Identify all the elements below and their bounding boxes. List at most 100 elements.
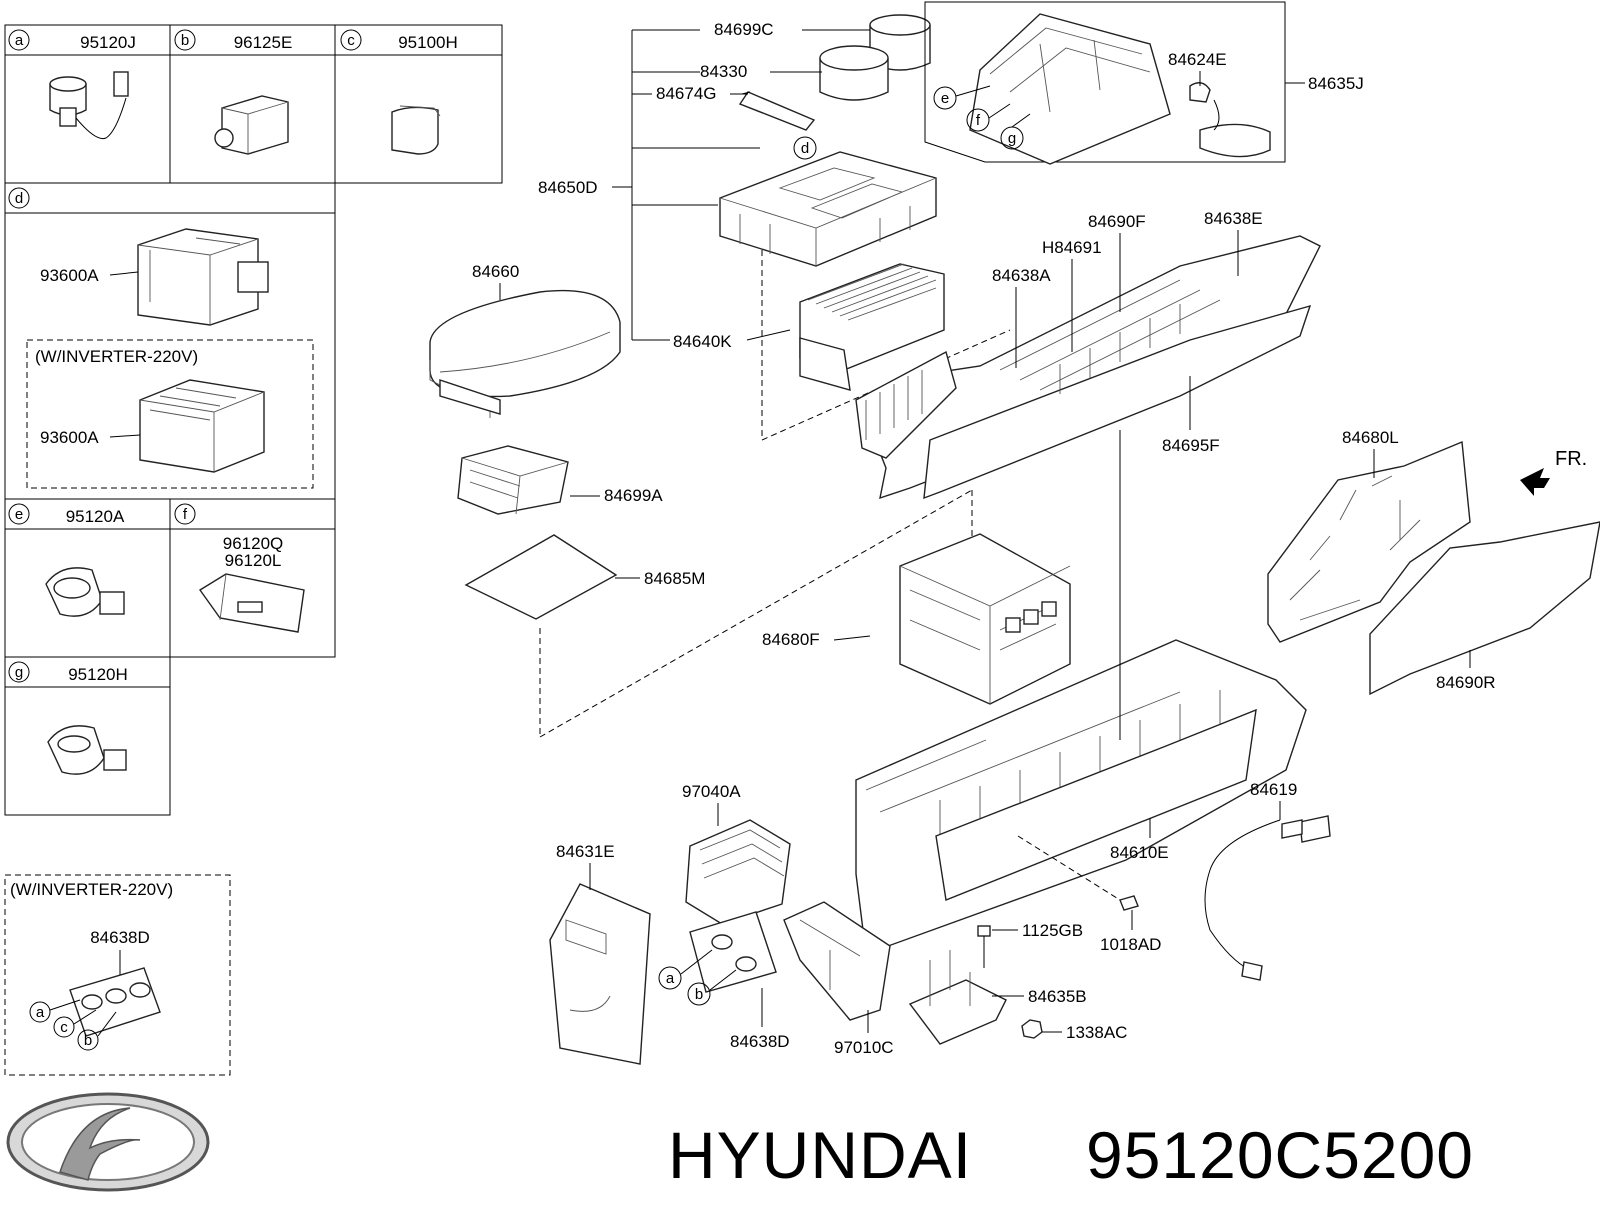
hyundai-h-icon: [59, 1107, 141, 1181]
cell-a-header: a 95120J: [8, 29, 136, 52]
part-label-97040A: 97040A: [682, 782, 741, 801]
front-label: FR.: [1555, 448, 1587, 470]
socket-g-drawing: [47, 725, 127, 775]
cell-c-header: c 95100H: [340, 29, 458, 52]
storage-box-84699A-drawing: [457, 445, 569, 515]
part-label-84680L: 84680L: [1342, 428, 1399, 447]
hyundai-logo: [6, 1092, 210, 1192]
vent-97040A-drawing: [685, 819, 791, 925]
part-label-95120H: 95120H: [68, 665, 128, 684]
part-label-84660: 84660: [472, 262, 519, 281]
console-rear-84635J-drawing: [969, 13, 1171, 165]
cover-c-drawing: [391, 105, 441, 155]
part-label-84699A: 84699A: [604, 486, 663, 505]
part-label-84635B: 84635B: [1028, 987, 1087, 1006]
inverter-note: (W/INVERTER-220V): [10, 880, 173, 899]
part-label-84638D-inverter: 84638D: [90, 928, 150, 947]
socket-e-drawing: [45, 567, 125, 617]
part-label-84330: 84330: [700, 62, 747, 81]
svg-text:f: f: [183, 506, 188, 523]
svg-text:a: a: [36, 1004, 45, 1021]
part-label-84631E: 84631E: [556, 842, 615, 861]
part-label-95100H: 95100H: [398, 33, 458, 52]
panel-84638D-drawing: [69, 967, 161, 1037]
part-label-84674G: 84674G: [656, 84, 717, 103]
svg-text:g: g: [15, 664, 23, 681]
part-label-84690R: 84690R: [1436, 673, 1496, 692]
svg-text:a: a: [15, 32, 24, 49]
inset-table: a 95120J b 96125E c 95100H d e 95120A f …: [4, 24, 503, 816]
part-label-84690F: 84690F: [1088, 212, 1146, 231]
part-label-84638D: 84638D: [730, 1032, 790, 1051]
console-upper-84695F-drawing: [855, 235, 1321, 500]
callout-g: g: [1008, 130, 1016, 147]
brand-name: HYUNDAI: [668, 1118, 972, 1192]
callout-b: b: [695, 986, 703, 1003]
part-label-84624E: 84624E: [1168, 50, 1227, 69]
callout-d: d: [801, 140, 809, 157]
harness-84619-drawing: [1204, 815, 1331, 981]
part-label-84638A: 84638A: [992, 266, 1051, 285]
part-label-1338AC: 1338AC: [1066, 1023, 1127, 1042]
screw-1125GB-drawing: [977, 925, 991, 968]
bracket-84680F-drawing: [899, 533, 1071, 705]
inset-84635J: e f g: [924, 1, 1286, 165]
part-label-93600A-inverter: 93600A: [40, 428, 99, 447]
cell-g-header: g 95120H: [8, 661, 128, 684]
shifter-trim-84650D-drawing: [719, 151, 937, 267]
panel-84638D-drawing: [689, 911, 777, 993]
part-label-84699C: 84699C: [714, 20, 774, 39]
duct-97010C-drawing: [783, 901, 891, 1021]
cell-e-header: e 95120A: [8, 503, 125, 526]
inverter-inset: (W/INVERTER-220V) 84638D a c b: [4, 874, 231, 1076]
part-label-1125GB: 1125GB: [1022, 921, 1083, 940]
part-label-84680F: 84680F: [762, 630, 820, 649]
switch-93600A-inverter-drawing: [139, 379, 265, 473]
part-label-93600A-standard: 93600A: [40, 266, 99, 285]
svg-text:b: b: [84, 1032, 92, 1049]
callout-a: a: [666, 970, 675, 987]
bracket-84624E-drawing: [1189, 82, 1271, 158]
part-label-84650D: 84650D: [538, 178, 598, 197]
brand-part-number: 95120C5200: [1086, 1118, 1474, 1192]
cell-f-header: f 96120Q 96120L: [174, 503, 284, 570]
console-main-84610E-drawing: [855, 639, 1307, 955]
cell-b-header: b 96125E: [174, 29, 293, 52]
part-label-84610E: 84610E: [1110, 843, 1169, 862]
svg-text:d: d: [15, 190, 23, 207]
svg-text:e: e: [15, 506, 23, 523]
part-label-84695F: 84695F: [1162, 436, 1220, 455]
bracket-84635B-drawing: [908, 950, 1007, 1045]
part-label-97010C: 97010C: [834, 1038, 894, 1057]
part-label-96120L: 96120L: [225, 551, 282, 570]
part-label-95120J: 95120J: [80, 33, 136, 52]
callout-f: f: [976, 112, 981, 129]
side-panel-84690R-drawing: [1369, 521, 1600, 696]
front-direction-indicator: FR.: [1520, 448, 1587, 496]
port-f-drawing: [198, 573, 305, 633]
usb-socket-a-drawing: [49, 71, 129, 140]
callout-e: e: [941, 90, 949, 107]
switch-b-drawing: [214, 95, 289, 155]
upper-bracket-tree: [631, 29, 870, 341]
switch-93600A-drawing: [137, 228, 269, 326]
mat-84685M-drawing: [464, 534, 618, 620]
part-label-96120Q: 96120Q: [223, 534, 284, 553]
svg-text:c: c: [347, 32, 355, 49]
part-label-1018AD: 1018AD: [1100, 935, 1161, 954]
cupholder-group: [738, 14, 931, 131]
part-label-96125E: 96125E: [234, 33, 293, 52]
nut-1338AC-drawing: [1021, 1019, 1043, 1039]
armrest-84660-drawing: [429, 289, 621, 418]
part-label-84640K: 84640K: [673, 332, 732, 351]
clip-1018AD-drawing: [1017, 835, 1139, 911]
side-panel-84680L-drawing: [1267, 440, 1471, 643]
tray-84640K-drawing: [799, 263, 945, 391]
svg-text:c: c: [60, 1019, 68, 1036]
front-arrow-icon: [1520, 468, 1550, 496]
part-label-84619: 84619: [1250, 780, 1297, 799]
part-label-84635J: 84635J: [1308, 74, 1364, 93]
variant-note-inverter: (W/INVERTER-220V): [35, 347, 198, 366]
part-label-84685M: 84685M: [644, 569, 705, 588]
